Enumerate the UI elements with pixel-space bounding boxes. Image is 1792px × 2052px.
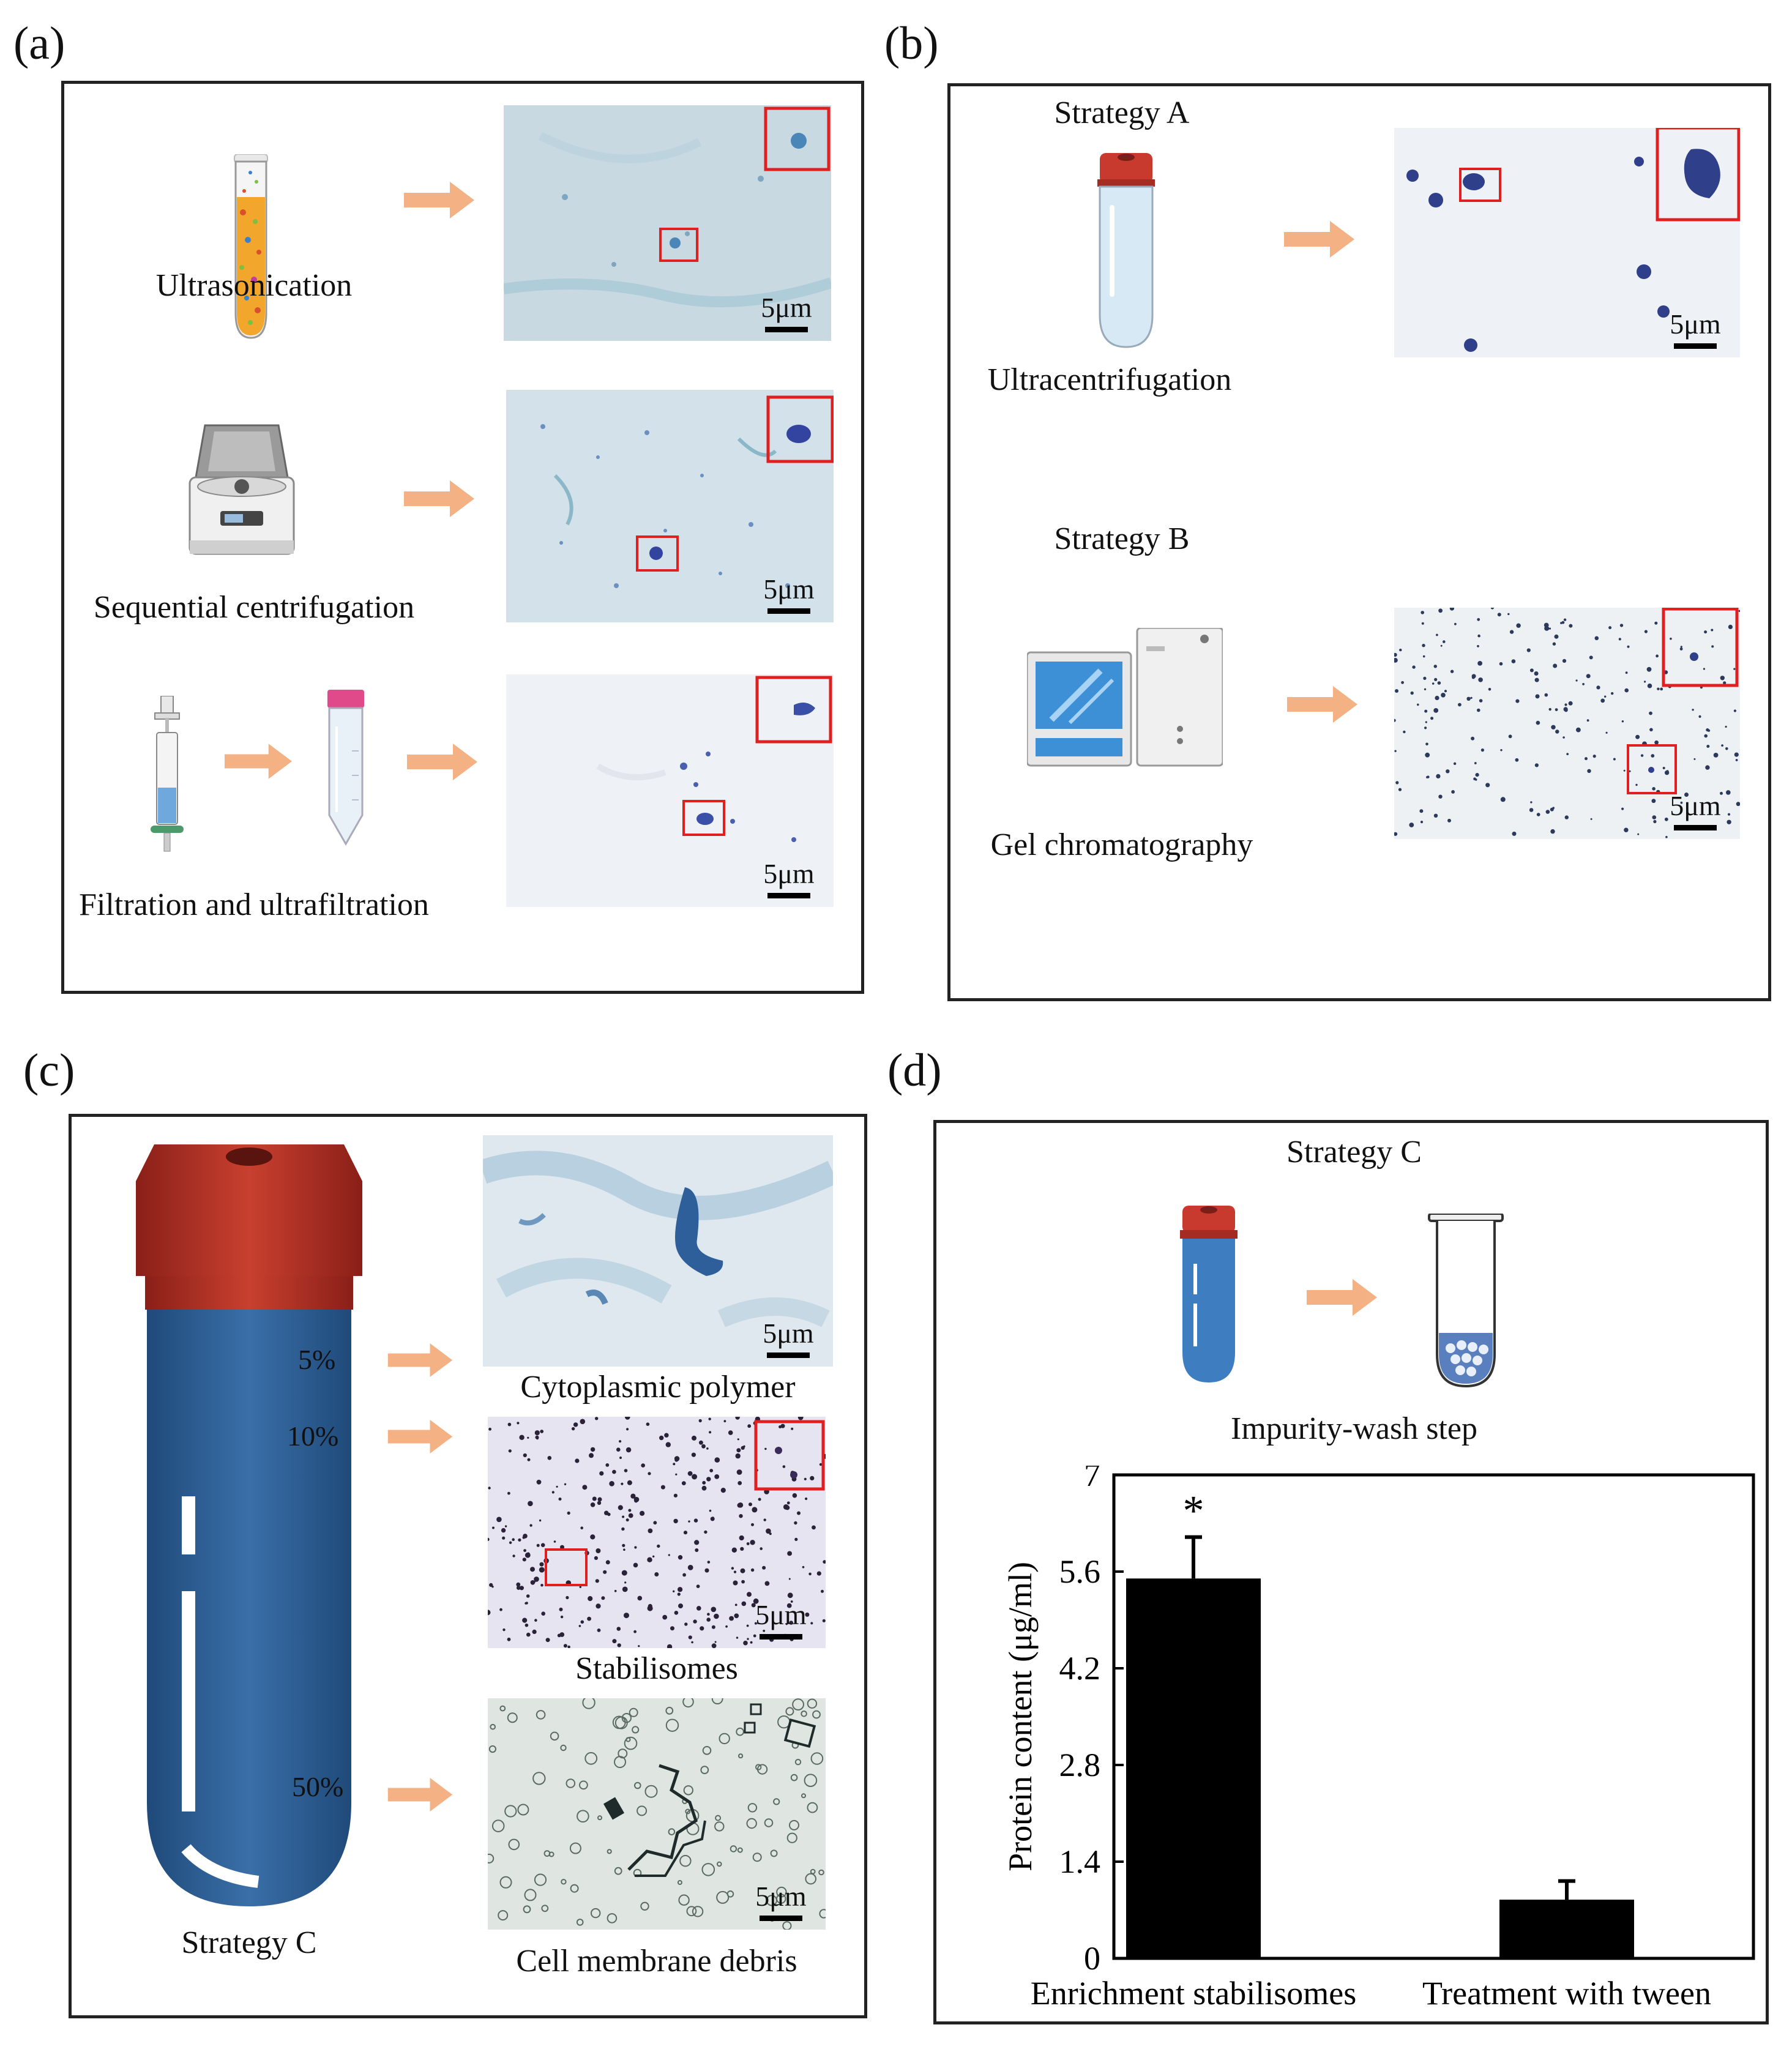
strategy-b-title: Strategy B (1054, 521, 1190, 556)
panel-a: Ultrasonication Sequential centrifugatio… (61, 81, 864, 994)
ultrasonication-tube-icon (223, 154, 278, 347)
y-axis-label: Protein content (μg/ml) (1002, 1562, 1039, 1871)
plot-area-frame (1112, 1473, 1755, 1960)
scale-bar-label: 5μm (763, 1318, 814, 1349)
x-category-label-enrichment: Enrichment stabilisomes (1031, 1975, 1356, 2012)
significance-annotation: * (1183, 1488, 1204, 1535)
panel-label-c: (c) (23, 1045, 75, 1096)
protein-content-bar-chart: 0 1.4 2.8 4.2 5.6 7 * Protein content (μg/ml)… (1002, 1466, 1755, 2012)
y-tick-label: 2.8 (1059, 1747, 1101, 1783)
centrifuge-icon (181, 419, 303, 563)
scale-bar-label: 5μm (755, 1881, 807, 1912)
y-tick-label: 4.2 (1059, 1650, 1101, 1687)
syringe-filter-icon (146, 695, 189, 858)
density-gradient-tube-icon (130, 1135, 368, 1919)
micrograph-ultracentrifugation: 5μm (1394, 128, 1740, 357)
arrow-icon (404, 480, 474, 517)
micrograph-gel-chromatography: 5μm (1394, 608, 1740, 839)
scale-bar-label: 5μm (755, 1599, 807, 1630)
fraction-label-cell-membrane-debris: Cell membrane debris (516, 1944, 797, 1979)
micrograph-filtration: 5μm (506, 674, 834, 907)
bar-1 (1499, 1900, 1634, 1958)
arrow-icon (387, 1778, 453, 1811)
scale-bar-label: 5μm (761, 292, 812, 323)
micrograph-sequential-centrifugation: 5μm (506, 390, 834, 622)
y-tick-label: 1.4 (1059, 1843, 1101, 1880)
method-label-ultracentrifugation: Ultracentrifugation (987, 362, 1232, 397)
strategy-a-title: Strategy A (1054, 95, 1190, 130)
x-category-label-tween: Treatment with tween (1422, 1975, 1711, 2012)
y-tick-label: 0 (1084, 1940, 1100, 1977)
arrow-icon (387, 1343, 453, 1377)
strategy-c-title: Strategy C (1286, 1135, 1422, 1170)
micrograph-stabilisomes: 5μm (488, 1417, 826, 1648)
scale-bar-label: 5μm (763, 858, 815, 889)
step-label-impurity-wash: Impurity-wash step (1231, 1411, 1477, 1446)
micrograph-ultrasonication: 5μm (504, 105, 831, 341)
panel-label-b: (b) (884, 18, 939, 69)
strategy-c-label: Strategy C (181, 1925, 317, 1960)
method-label-gel-chromatography: Gel chromatography (990, 827, 1253, 862)
bar-0 (1126, 1578, 1261, 1958)
ultracentrifuge-tube-icon (1092, 150, 1160, 355)
arrow-icon (407, 744, 477, 780)
method-label-sequential-centrifugation: Sequential centrifugation (93, 590, 415, 625)
arrow-icon (404, 182, 474, 218)
arrow-icon (1287, 686, 1357, 723)
fraction-label-cytoplasmic-polymer: Cytoplasmic polymer (520, 1370, 796, 1405)
panel-label-a: (a) (13, 18, 65, 69)
scale-bar-label: 5μm (1670, 790, 1721, 821)
method-label-ultrasonication: Ultrasonication (155, 268, 353, 303)
method-label-filtration-ultrafiltration: Filtration and ultrafiltration (79, 887, 429, 922)
blue-tube-icon (1175, 1203, 1242, 1389)
scale-bar-label: 5μm (763, 573, 815, 605)
gradient-percent-50: 50% (292, 1771, 344, 1802)
y-tick-label: 7 (1084, 1466, 1100, 1493)
micrograph-cytoplasmic-polymer: 5μm (483, 1135, 833, 1367)
gel-chromatography-machine-icon (1026, 627, 1224, 772)
arrow-icon (225, 744, 292, 779)
gradient-percent-10: 10% (287, 1420, 339, 1452)
scale-bar-label: 5μm (1670, 308, 1721, 340)
y-tick-label: 5.6 (1059, 1553, 1101, 1590)
arrow-icon (387, 1420, 453, 1453)
fraction-label-stabilisomes: Stabilisomes (575, 1651, 738, 1686)
panel-b: Strategy A Ultracentrifugation 5μm Str (947, 83, 1771, 1001)
panel-c: 5% 10% 50% Strategy C 5μm Cytoplasmic po… (69, 1114, 867, 2018)
arrow-icon (1307, 1279, 1377, 1316)
arrow-icon (1284, 221, 1354, 258)
pellet-tube-icon (1426, 1212, 1506, 1394)
ultrafiltration-tube-icon (318, 690, 373, 852)
gradient-percent-5: 5% (298, 1344, 336, 1375)
micrograph-cell-membrane-debris: 5μm (488, 1698, 826, 1930)
panel-label-d: (d) (887, 1045, 942, 1096)
